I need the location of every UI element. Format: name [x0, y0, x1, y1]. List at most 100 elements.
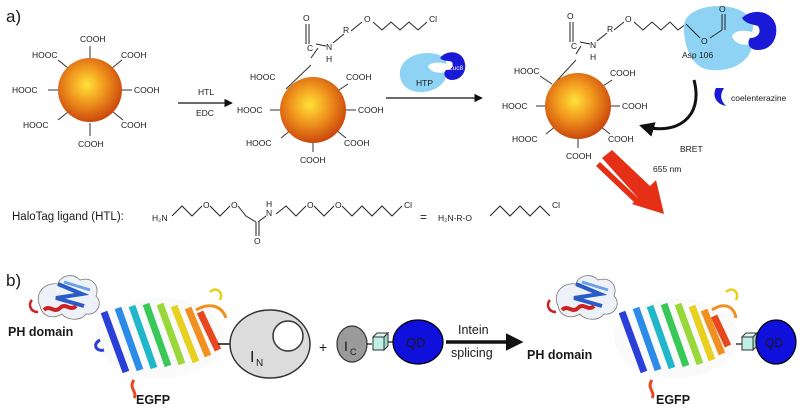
linker-cube-right — [740, 331, 759, 352]
qd-label-left: QD — [406, 335, 426, 350]
htp-label: HTP — [416, 78, 433, 88]
reaction-arrow-1: HTL EDC — [178, 87, 233, 118]
carbon-2: C — [307, 43, 313, 53]
qd-core-1 — [58, 58, 122, 122]
intein-c-qd-conjugate: I C QD — [336, 319, 444, 365]
hooc-3-bl: HOOC — [512, 134, 538, 144]
nitrogen-3: N — [590, 40, 596, 50]
cooh-3-tr: COOH — [610, 68, 636, 78]
intein-c-subscript: C — [350, 347, 357, 357]
coelenterazine: coelenterazine — [714, 88, 787, 106]
hooc-2-left: HOOC — [237, 105, 263, 115]
panel-b-label: b) — [6, 271, 21, 290]
bound-htp-luc8: O O Asp 106 — [682, 4, 777, 71]
quantum-dot-2: COOH COOH COOH COOH HOOC HOOC HOOC O C N… — [237, 13, 437, 165]
htl-o-2: O — [231, 200, 238, 210]
nitrogen-2: N — [326, 42, 332, 52]
bret-arrow: BRET — [639, 79, 703, 154]
emission-arrow-body — [602, 150, 664, 214]
intein-n: I N — [218, 309, 311, 379]
htl-equals: = — [420, 210, 427, 224]
htl-o-1: O — [203, 200, 210, 210]
quantum-dot-1: COOH COOH COOH COOH COOH HOOC HOOC HOOC — [12, 34, 160, 149]
chlorine-2: Cl — [429, 14, 437, 24]
hooc-3-left: HOOC — [502, 101, 528, 111]
hooc-3-tl: HOOC — [514, 66, 540, 76]
egfp-structure-left — [94, 288, 228, 399]
bret-label: BRET — [680, 144, 703, 154]
oxygen-carbonyl-3: O — [567, 11, 574, 21]
luc8-label: Luc8 — [449, 65, 463, 72]
htl-o-carbonyl: O — [254, 236, 261, 246]
coelenterazine-label: coelenterazine — [731, 93, 787, 103]
cooh-1-tr: COOH — [121, 50, 147, 60]
cooh-2-right: COOH — [358, 105, 384, 115]
ph-domain-label-left: PH domain — [8, 325, 73, 339]
intein-label: Intein — [458, 323, 489, 337]
cooh-1-bottom: COOH — [78, 139, 104, 149]
hydrogen-2: H — [326, 54, 332, 64]
intein-c-label: I — [344, 338, 348, 354]
reagent-htl: HTL — [198, 87, 214, 97]
ph-domain-structure-left — [28, 275, 100, 320]
carbon-3: C — [571, 41, 577, 51]
r-group-2: R — [343, 25, 349, 35]
hooc-1-left: HOOC — [12, 85, 38, 95]
cooh-1-br: COOH — [121, 120, 147, 130]
cooh-2-tr: COOH — [346, 72, 372, 82]
htl-label: HaloTag ligand (HTL): — [12, 211, 124, 223]
htl-h: H — [266, 199, 272, 209]
r-group-3: R — [607, 24, 613, 34]
hooc-2-bl: HOOC — [246, 138, 272, 148]
oxygen-ether-2: O — [364, 14, 371, 24]
htl-n: N — [266, 208, 272, 218]
cooh-2-br: COOH — [344, 138, 370, 148]
qd-blue-left — [392, 319, 444, 365]
plus-sign: + — [319, 339, 327, 355]
cooh-3-bottom: COOH — [566, 151, 592, 161]
cooh-2-bottom: COOH — [300, 155, 326, 165]
hooc-1-tl: HOOC — [32, 50, 58, 60]
htp-enzyme — [399, 52, 447, 93]
htl-chain-3 — [569, 21, 687, 55]
htl-short-cl: Cl — [552, 200, 560, 210]
htl-h2n: H₂N — [152, 213, 168, 223]
quantum-dot-3: COOH COOH COOH COOH HOOC HOOC HOOC O C N… — [502, 11, 687, 161]
htl-chain-2 — [305, 21, 428, 59]
htp-luc8-fusion: HTP Luc8 — [399, 52, 466, 93]
qd-label-right: QD — [765, 336, 783, 350]
luciferase-luc8 — [440, 52, 466, 80]
intein-n-pocket — [272, 320, 304, 352]
egfp-label-right: EGFP — [656, 393, 690, 407]
oxygen-ether-3: O — [625, 14, 632, 24]
htl-structure: HaloTag ligand (HTL): H₂N O O O N H O O … — [12, 199, 560, 246]
hooc-1-bl: HOOC — [23, 120, 49, 130]
cooh-1-right: COOH — [134, 85, 160, 95]
htl-short: H₂N-R-O — [438, 213, 472, 223]
luc8-bound — [742, 11, 777, 50]
emission-label: 655 nm — [653, 164, 681, 174]
htl-o-4: O — [335, 200, 342, 210]
ester-oxygen: O — [701, 36, 708, 46]
ester-carbonyl-oxygen: O — [719, 4, 726, 14]
linker-cube — [371, 331, 390, 352]
splicing-label: splicing — [451, 346, 493, 360]
ph-domain-label-right: PH domain — [527, 348, 592, 362]
htl-o-3: O — [307, 200, 314, 210]
egfp-structure-right — [614, 288, 739, 399]
ph-domain-structure-right — [546, 275, 618, 320]
hydrogen-3: H — [590, 52, 596, 62]
panel-a-label: a) — [6, 7, 21, 26]
cooh-1-top: COOH — [80, 34, 106, 44]
cooh-3-right: COOH — [622, 101, 648, 111]
oxygen-carbonyl-2: O — [303, 13, 310, 23]
emission-arrow: 655 nm — [596, 150, 681, 214]
qd-core-3 — [545, 73, 611, 139]
reagent-edc: EDC — [196, 108, 214, 118]
egfp-label-left: EGFP — [136, 393, 170, 407]
asp106-label: Asp 106 — [682, 50, 713, 60]
intein-splicing-arrow: Intein splicing — [446, 323, 524, 360]
qd-blue-right — [755, 319, 797, 365]
